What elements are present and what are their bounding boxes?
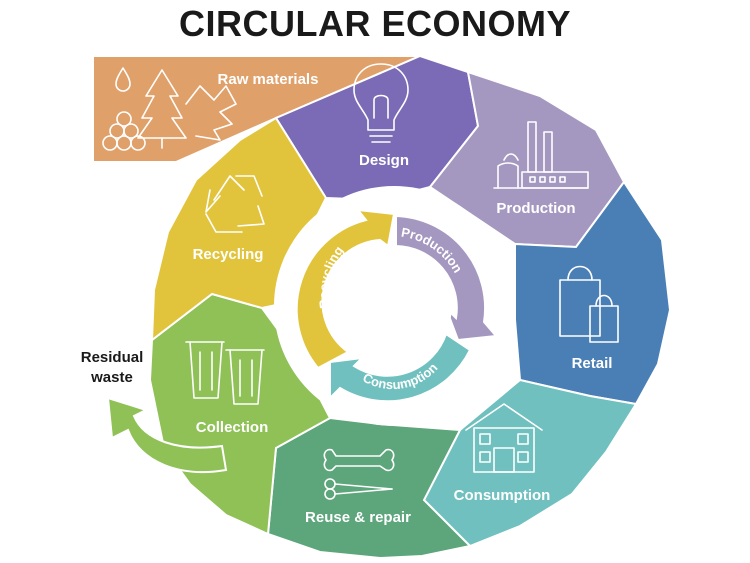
recycle-icon: [205, 175, 265, 233]
factory-icon: [493, 121, 589, 189]
stage-label-retail: Retail: [572, 355, 613, 372]
segment-raw-materials: [92, 55, 421, 163]
stage-label-reuse-repair: Reuse & repair: [305, 509, 411, 526]
lightbulb-icon: [353, 63, 409, 143]
trash-bins-icon: [185, 341, 265, 405]
inner-arc-consumption: [329, 332, 472, 403]
raw-materials-icon: [102, 67, 237, 151]
shopping-bags-icon: [559, 265, 619, 343]
stage-label-raw-materials: Raw materials: [218, 71, 319, 88]
tools-icon: [323, 448, 395, 500]
house-icon: [465, 403, 543, 473]
residual-waste-label-line1: Residual: [81, 349, 144, 366]
diagram-title: CIRCULAR ECONOMY: [179, 3, 571, 44]
stage-label-design: Design: [359, 152, 409, 169]
inner-arc-production: [395, 214, 498, 342]
stage-label-production: Production: [496, 200, 575, 217]
inner-arc-recycling: [295, 208, 396, 370]
stage-label-recycling: Recycling: [193, 246, 264, 263]
stage-label-consumption: Consumption: [454, 487, 551, 504]
residual-waste-arrow: [106, 396, 228, 474]
residual-waste-label-line2: waste: [90, 369, 133, 386]
inner-center: [336, 248, 452, 364]
stage-label-collection: Collection: [196, 419, 269, 436]
